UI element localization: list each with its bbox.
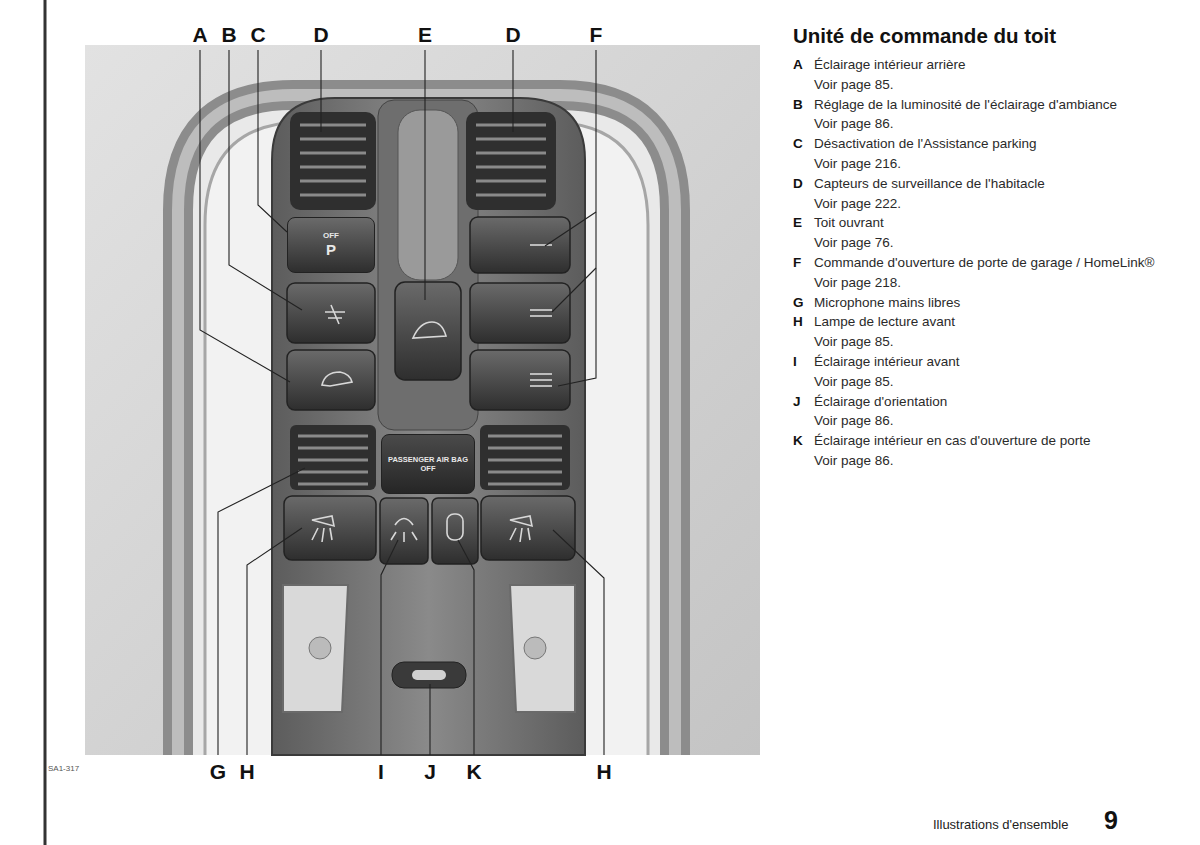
entry-letter: D xyxy=(793,174,814,214)
entry-description: Capteurs de surveillance de l'habitacle xyxy=(814,174,1159,194)
legend-entry: CDésactivation de l'Assistance parkingVo… xyxy=(793,134,1183,174)
airbag-off-panel: PASSENGER AIR BAG OFF xyxy=(381,434,475,494)
callout-letter: G xyxy=(210,761,226,783)
entry-letter: C xyxy=(793,134,814,174)
entry-letter: J xyxy=(793,392,814,432)
page-reference: Voir page 216. xyxy=(814,154,1159,174)
entry-letter: B xyxy=(793,95,814,135)
entry-description: Toit ouvrant xyxy=(814,213,1159,233)
callout-letter: I xyxy=(378,761,384,783)
entry-letter: H xyxy=(793,312,814,352)
legend-entry: FCommande d'ouverture de porte de garage… xyxy=(793,253,1183,293)
callout-letter: H xyxy=(239,761,254,783)
legend-entry: AÉclairage intérieur arrièreVoir page 85… xyxy=(793,55,1183,95)
entry-description: Désactivation de l'Assistance parking xyxy=(814,134,1159,154)
page-reference: Voir page 218. xyxy=(814,273,1159,293)
entry-body: Réglage de la luminosité de l'éclairage … xyxy=(814,95,1159,135)
entry-letter: A xyxy=(793,55,814,95)
page-reference: Voir page 86. xyxy=(814,411,1159,431)
entry-body: Désactivation de l'Assistance parkingVoi… xyxy=(814,134,1159,174)
legend-entry: BRéglage de la luminosité de l'éclairage… xyxy=(793,95,1183,135)
callout-letter: F xyxy=(590,24,603,46)
callout-letter: D xyxy=(313,24,328,46)
entry-description: Éclairage intérieur arrière xyxy=(814,55,1159,75)
legend-entry: EToit ouvrantVoir page 76. xyxy=(793,213,1183,253)
legend-entry: HLampe de lecture avantVoir page 85. xyxy=(793,312,1183,352)
entry-body: Capteurs de surveillance de l'habitacleV… xyxy=(814,174,1159,214)
callout-letter: J xyxy=(424,761,436,783)
page-reference: Voir page 85. xyxy=(814,75,1159,95)
callout-letter: E xyxy=(418,24,432,46)
button-text: OFF xyxy=(323,231,339,241)
page-reference: Voir page 222. xyxy=(814,194,1159,214)
entry-description: Lampe de lecture avant xyxy=(814,312,1159,332)
button-text: P xyxy=(326,241,336,260)
page-number: 9 xyxy=(1104,806,1118,835)
entry-description: Éclairage d'orientation xyxy=(814,392,1159,412)
callout-letter: D xyxy=(505,24,520,46)
page-reference: Voir page 86. xyxy=(814,114,1159,134)
page-title: Unité de commande du toit xyxy=(793,24,1056,48)
entry-body: Éclairage d'orientationVoir page 86. xyxy=(814,392,1159,432)
page-reference: Voir page 76. xyxy=(814,233,1159,253)
entry-description: Réglage de la luminosité de l'éclairage … xyxy=(814,95,1159,115)
page-reference: Voir page 86. xyxy=(814,451,1159,471)
entry-body: Lampe de lecture avantVoir page 85. xyxy=(814,312,1159,352)
callout-letter: C xyxy=(250,24,265,46)
callout-letter: K xyxy=(466,761,481,783)
entry-body: Microphone mains libres xyxy=(814,293,1159,313)
entry-description: Éclairage intérieur avant xyxy=(814,352,1159,372)
entry-body: Commande d'ouverture de porte de garage … xyxy=(814,253,1159,293)
entry-letter: G xyxy=(793,293,814,313)
page-reference: Voir page 85. xyxy=(814,332,1159,352)
legend-entry: DCapteurs de surveillance de l'habitacle… xyxy=(793,174,1183,214)
callout-letter: H xyxy=(596,761,611,783)
entry-description: Éclairage intérieur en cas d'ouverture d… xyxy=(814,431,1159,451)
button-text: PASSENGER AIR BAG OFF xyxy=(388,455,468,474)
entry-letter: F xyxy=(793,253,814,293)
entry-description: Commande d'ouverture de porte de garage … xyxy=(814,253,1159,273)
entry-letter: I xyxy=(793,352,814,392)
entry-letter: K xyxy=(793,431,814,471)
entry-body: Éclairage intérieur avantVoir page 85. xyxy=(814,352,1159,392)
legend-entry: IÉclairage intérieur avantVoir page 85. xyxy=(793,352,1183,392)
page-reference: Voir page 85. xyxy=(814,372,1159,392)
legend-list: AÉclairage intérieur arrièreVoir page 85… xyxy=(793,55,1183,471)
entry-body: Éclairage intérieur en cas d'ouverture d… xyxy=(814,431,1159,471)
entry-body: Toit ouvrantVoir page 76. xyxy=(814,213,1159,253)
callout-letter: A xyxy=(192,24,207,46)
entry-description: Microphone mains libres xyxy=(814,293,1159,313)
footer-section: Illustrations d'ensemble xyxy=(933,817,1068,832)
legend-entry: JÉclairage d'orientationVoir page 86. xyxy=(793,392,1183,432)
entry-letter: E xyxy=(793,213,814,253)
entry-body: Éclairage intérieur arrièreVoir page 85. xyxy=(814,55,1159,95)
callout-letter: B xyxy=(221,24,236,46)
legend-entry: GMicrophone mains libres xyxy=(793,293,1183,313)
parking-off-button: OFFP xyxy=(287,217,375,273)
legend-entry: KÉclairage intérieur en cas d'ouverture … xyxy=(793,431,1183,471)
figure-reference: SA1-317 xyxy=(48,764,79,773)
